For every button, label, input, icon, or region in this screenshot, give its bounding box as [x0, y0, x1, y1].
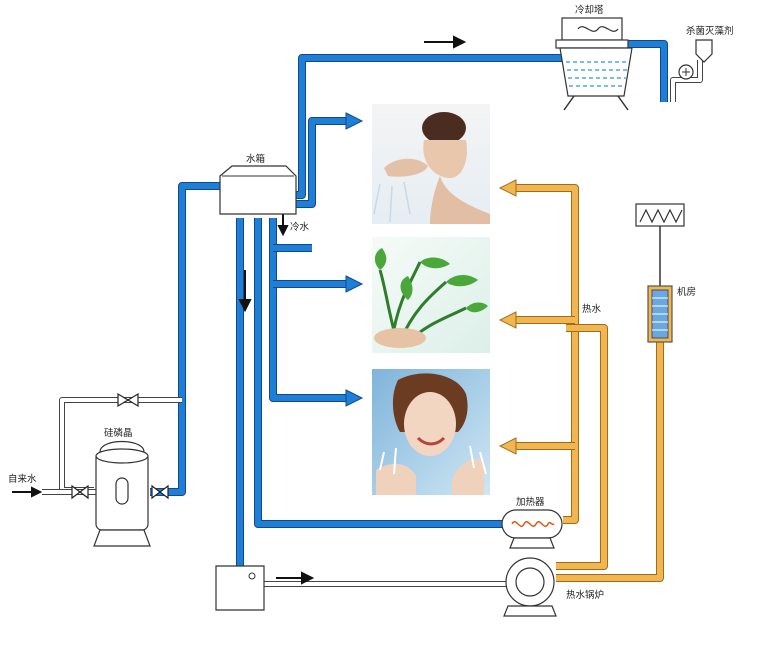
water-tank — [219, 165, 297, 215]
small-storage-tank — [215, 565, 265, 611]
face-washing-photo — [372, 104, 490, 224]
hot-water-boiler — [503, 557, 557, 617]
heater-label: 加热器 — [516, 496, 545, 508]
tap-water-label: 自来水 — [8, 473, 37, 485]
woman-splash-photo — [372, 369, 490, 495]
cooling-tower-label: 冷却塔 — [575, 4, 604, 16]
water-tank-label: 水箱 — [246, 153, 265, 165]
heater — [501, 509, 563, 549]
flow-direction-arrows — [12, 35, 467, 585]
machine-room — [635, 203, 685, 343]
machine-room-label: 机房 — [677, 286, 696, 298]
algaecide-label: 杀菌灭藻剂 — [686, 25, 734, 37]
silicon-phosphate-label: 硅磷晶 — [104, 427, 133, 439]
silicon-phosphate-unit — [93, 441, 151, 547]
cold-water-arrowheads — [345, 112, 364, 407]
vegetables-photo — [372, 237, 490, 353]
valves — [71, 392, 169, 500]
hot-water-arrowheads — [498, 179, 517, 455]
algaecide-doser — [678, 39, 713, 80]
cold-water-label: 冷水 — [290, 221, 310, 233]
hot-water-boiler-label: 热水锅炉 — [566, 589, 604, 601]
cooling-tower — [555, 17, 633, 111]
hot-water-label: 热水 — [582, 303, 602, 315]
hot-water-pipes — [512, 184, 664, 582]
